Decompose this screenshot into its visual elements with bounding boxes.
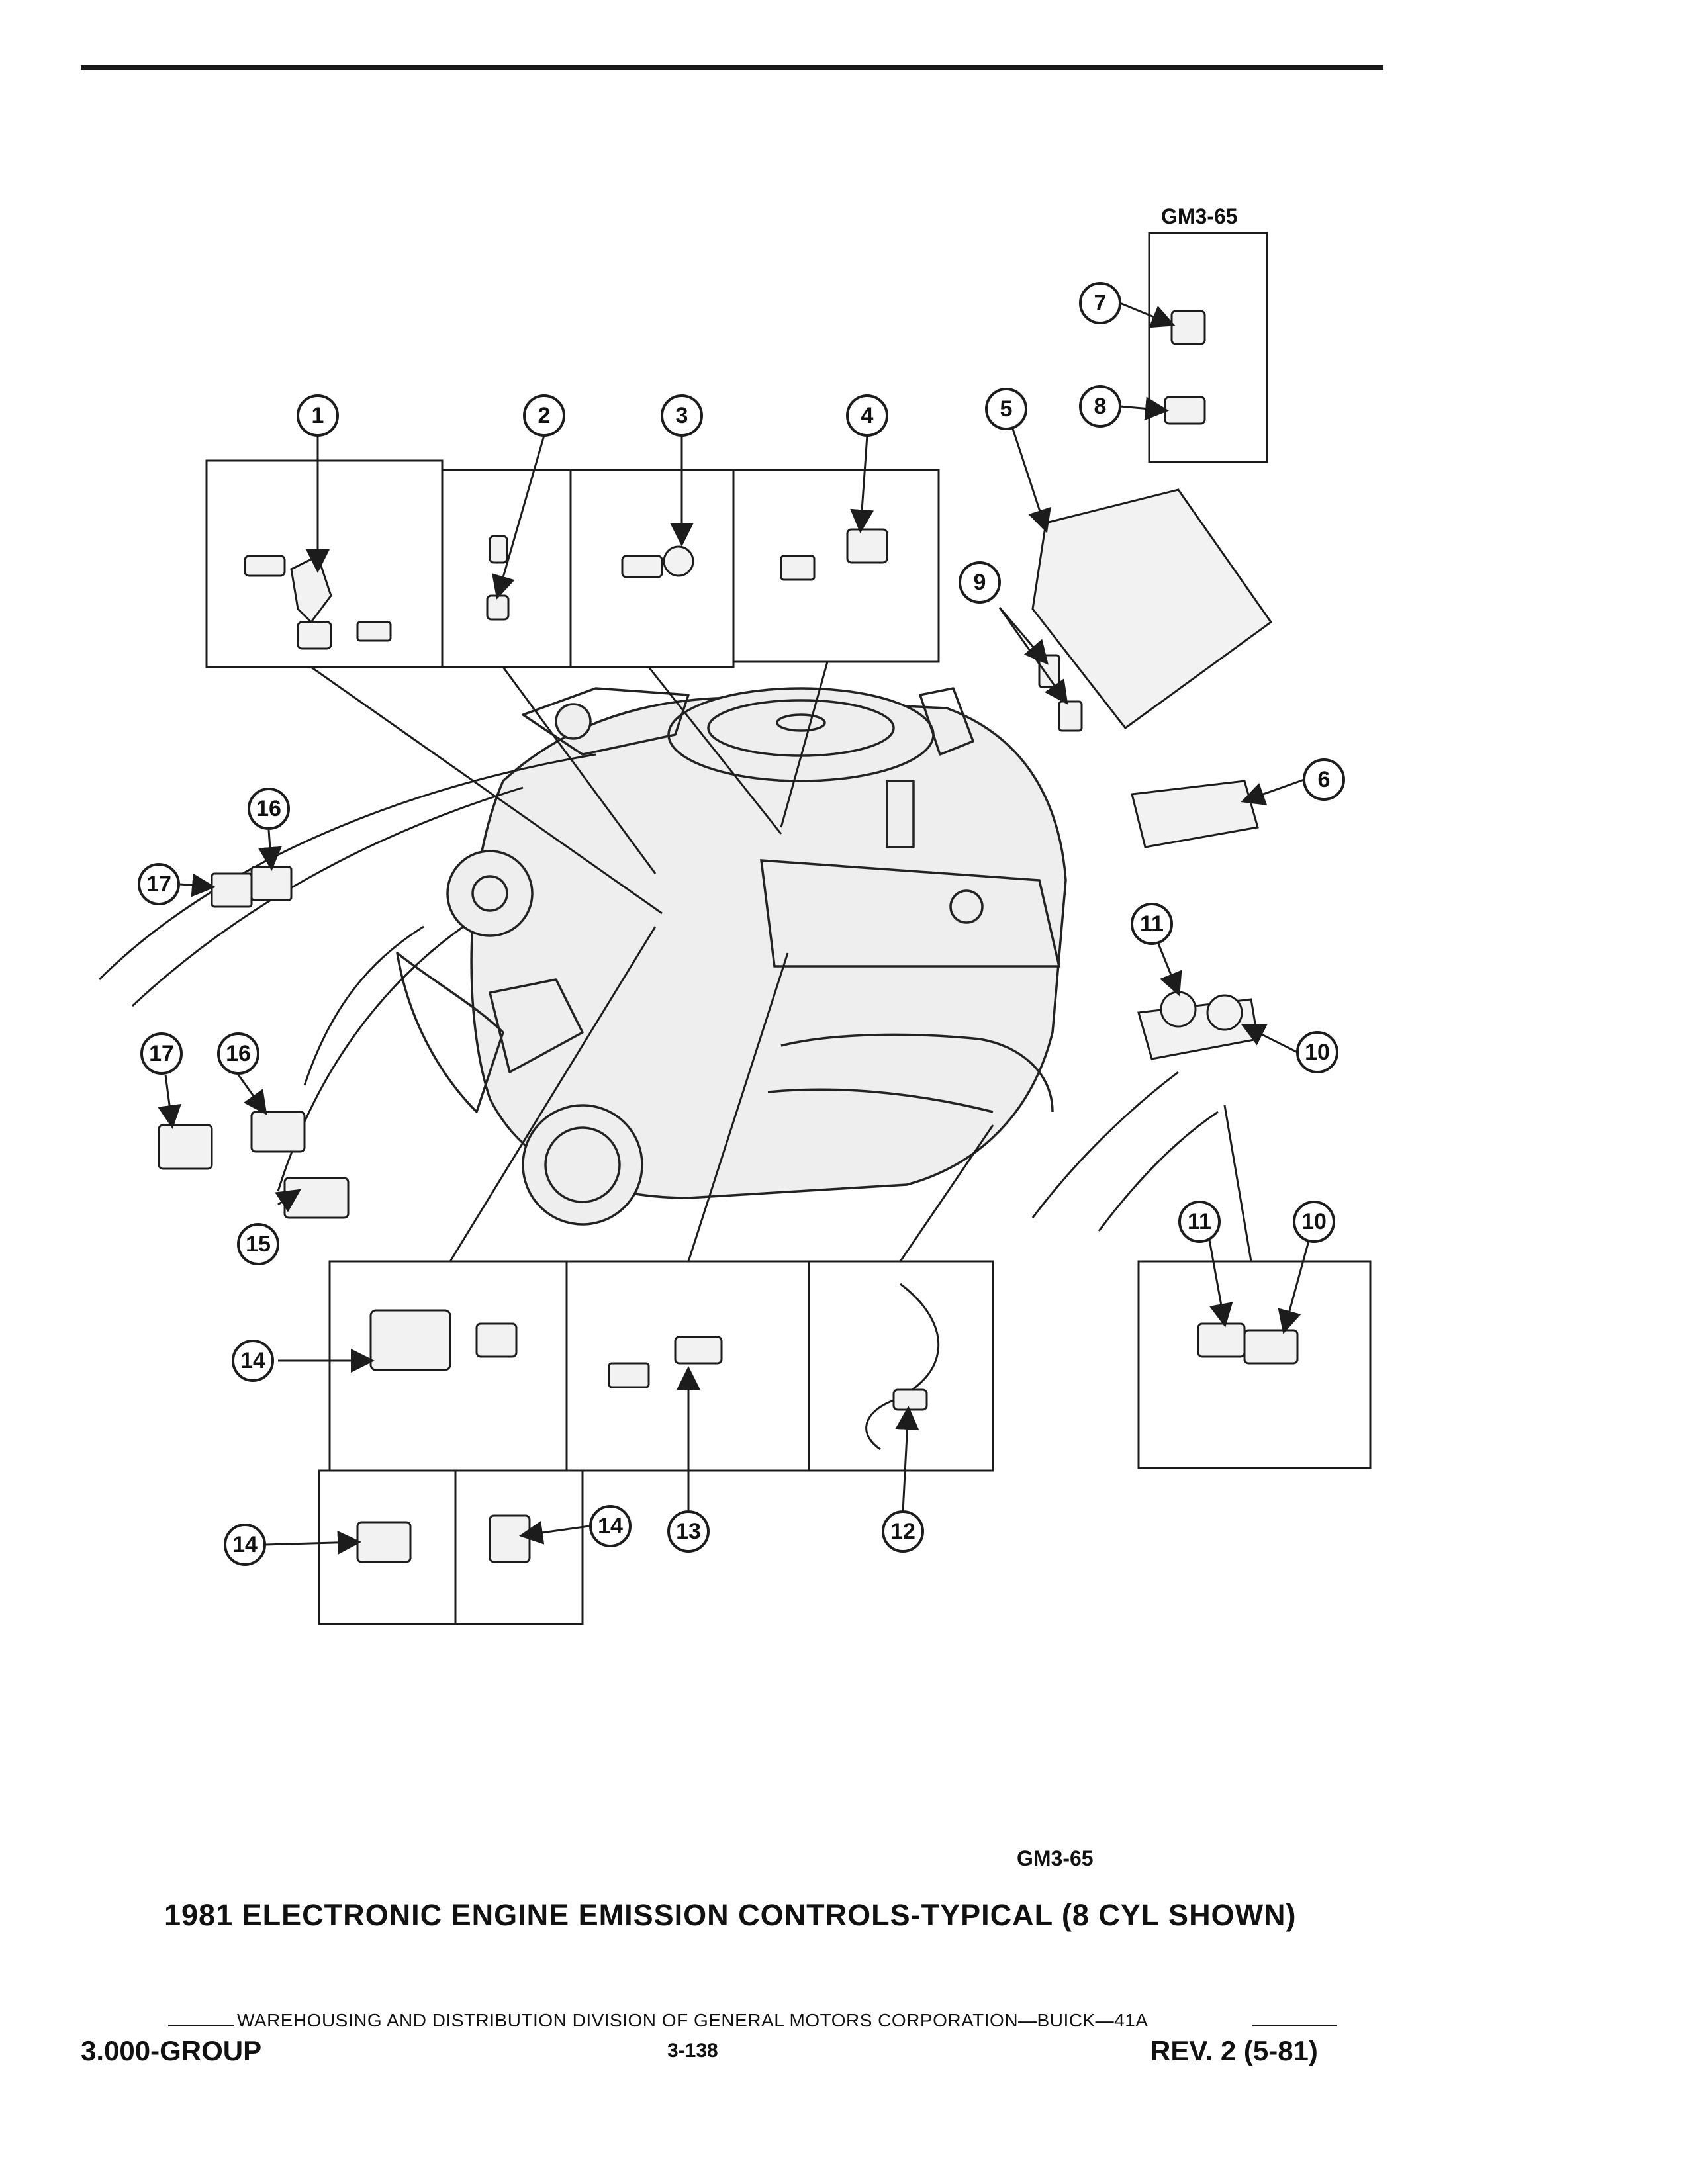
svg-text:10: 10 <box>1301 1209 1327 1234</box>
svg-text:9: 9 <box>974 570 986 595</box>
svg-text:6: 6 <box>1318 767 1331 792</box>
inset-box-7-8 <box>1148 232 1268 463</box>
footer-revision: REV. 2 (5-81) <box>1150 2035 1318 2066</box>
callout-1: 1 <box>297 394 339 437</box>
inset-label-gm365: GM3-65 <box>1161 205 1238 228</box>
footer-page-number: 3-138 <box>667 2040 718 2062</box>
svg-text:11: 11 <box>1188 1209 1211 1234</box>
svg-text:14: 14 <box>240 1348 265 1373</box>
callout-10-upper: 10 <box>1296 1031 1338 1073</box>
callout-14-top: 14 <box>232 1340 274 1382</box>
svg-text:17: 17 <box>146 872 171 897</box>
svg-text:16: 16 <box>256 796 281 821</box>
callout-17-lower: 17 <box>140 1032 183 1075</box>
footer-rule-right <box>1252 2025 1337 2026</box>
svg-text:10: 10 <box>1305 1040 1330 1065</box>
callout-16-upper: 16 <box>248 788 290 830</box>
callout-12: 12 <box>882 1510 924 1553</box>
callout-17-upper: 17 <box>138 863 180 905</box>
svg-text:7: 7 <box>1094 291 1107 316</box>
svg-text:12: 12 <box>890 1519 915 1544</box>
svg-text:13: 13 <box>676 1519 701 1544</box>
callout-14-bottom-left: 14 <box>224 1524 266 1566</box>
svg-text:15: 15 <box>246 1232 271 1257</box>
callout-7: 7 <box>1079 282 1121 324</box>
figure-title: 1981 ELECTRONIC ENGINE EMISSION CONTROLS… <box>164 1898 1297 1932</box>
footer-group: 3.000-GROUP <box>81 2035 262 2066</box>
svg-text:11: 11 <box>1140 911 1164 936</box>
component-sketches <box>158 310 1299 1563</box>
svg-text:17: 17 <box>149 1041 174 1066</box>
engine-emission-diagram: GM3-65 <box>98 205 1372 1625</box>
inset-box-10-11 <box>1137 1260 1372 1469</box>
callout-11-lower: 11 <box>1178 1201 1221 1243</box>
svg-text:5: 5 <box>1000 396 1013 422</box>
engine-drawing <box>396 687 1067 1226</box>
callout-15: 15 <box>237 1223 279 1265</box>
svg-text:3: 3 <box>676 403 688 428</box>
inset-box-4 <box>732 469 940 663</box>
callout-5: 5 <box>985 388 1027 430</box>
inset-box-14-small-b <box>454 1469 584 1625</box>
svg-text:1: 1 <box>312 403 324 428</box>
svg-text:2: 2 <box>538 403 551 428</box>
svg-text:14: 14 <box>598 1514 623 1539</box>
top-rule <box>81 65 1383 70</box>
callout-2: 2 <box>523 394 565 437</box>
callout-8: 8 <box>1079 385 1121 428</box>
callout-9: 9 <box>959 561 1001 604</box>
callout-4: 4 <box>846 394 888 437</box>
callout-10-lower: 10 <box>1293 1201 1335 1243</box>
callout-11-upper: 11 <box>1131 903 1173 945</box>
callout-6: 6 <box>1303 758 1345 801</box>
callout-13: 13 <box>667 1510 710 1553</box>
callout-16-lower: 16 <box>217 1032 259 1075</box>
svg-text:4: 4 <box>861 403 874 428</box>
chassis-lines <box>98 753 1219 1232</box>
leader-lines <box>310 661 1252 1262</box>
footer-rule-left <box>168 2025 234 2026</box>
reference-code: GM3-65 <box>1017 1846 1094 1870</box>
footer-division-line: WAREHOUSING AND DISTRIBUTION DIVISION OF… <box>237 2010 1149 2030</box>
callout-14-bottom-right: 14 <box>589 1505 632 1547</box>
svg-text:8: 8 <box>1094 394 1107 419</box>
inset-box-12 <box>808 1260 994 1472</box>
callouts: 1 2 3 4 5 6 7 8 9 10 10 11 11 12 13 14 1… <box>138 282 1345 1566</box>
svg-text:14: 14 <box>232 1532 258 1557</box>
callout-3: 3 <box>661 394 703 437</box>
svg-text:16: 16 <box>226 1041 251 1066</box>
